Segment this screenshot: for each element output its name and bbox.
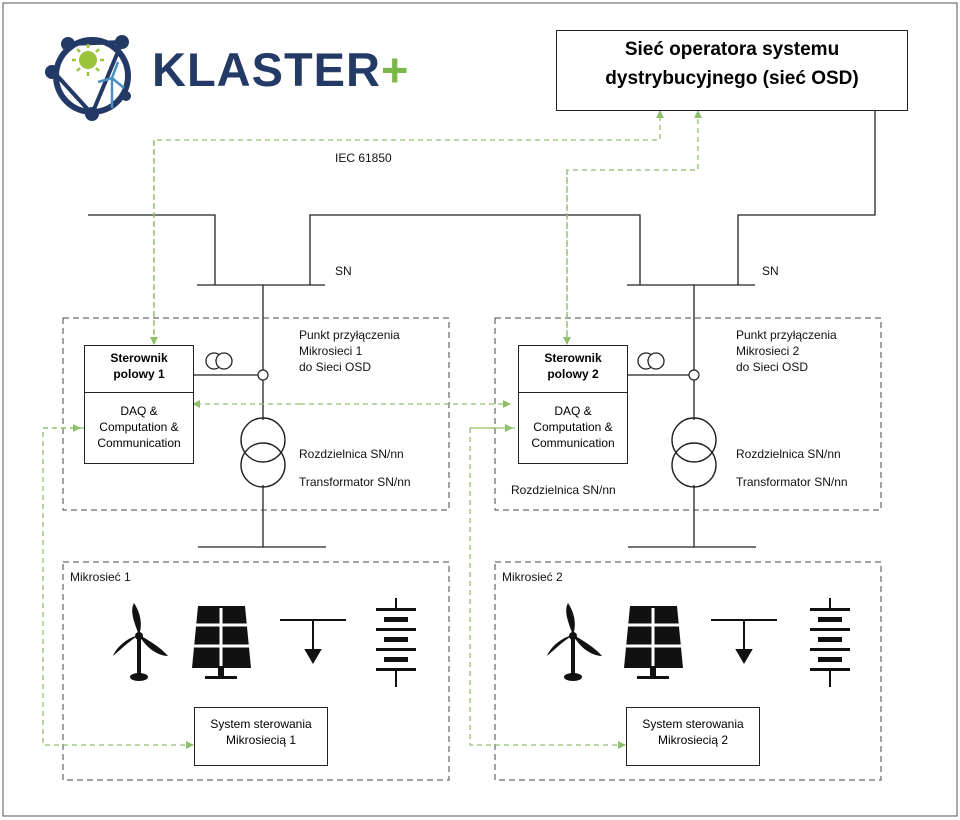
transformer-1-label: Transformator SN/nn — [299, 475, 411, 489]
control-system-1-line1: System sterowania — [210, 717, 312, 731]
load-2-icon — [711, 619, 777, 664]
communication-links — [42, 110, 702, 749]
control-system-2-line2: Mikrosiecią 2 — [657, 732, 729, 747]
controller-1-sub-1: DAQ & — [120, 404, 158, 418]
microgrid-1-title: Mikrosieć 1 — [70, 570, 131, 584]
logo-plus: + — [380, 43, 410, 96]
control-system-1-line2: Mikrosiecią 1 — [225, 732, 297, 747]
microgrid-2-region — [494, 561, 882, 781]
connection-2-line3: do Sieci OSD — [736, 360, 809, 374]
microgrid-1-region — [62, 561, 450, 781]
transformer-1-icon — [240, 417, 286, 488]
logo-text: KLASTER — [152, 43, 381, 96]
control-system-2-line1: System sterowania — [642, 717, 744, 731]
controller-2-sub-2: Computation & — [533, 420, 613, 434]
connection-2-line2: Mikrosieci 2 — [736, 344, 800, 358]
connection-point-1-region — [62, 317, 450, 511]
osd-title-line1: Sieć operatora systemu — [624, 39, 840, 60]
current-transformer-2-icon — [637, 352, 665, 370]
connection-1-line2: Mikrosieci 1 — [299, 344, 363, 358]
switchgear-2-label: Rozdzielnica SN/nn — [736, 447, 841, 461]
transformer-2-icon — [671, 417, 717, 488]
solar-panel-1-icon — [192, 606, 251, 679]
bus-label-right: SN — [762, 264, 779, 278]
field-controller-1: Sterownik polowy 1 DAQ & Computation & C… — [84, 345, 194, 464]
battery-1-icon — [376, 598, 416, 687]
switchgear-2-extra-label: Rozdzielnica SN/nn — [511, 483, 616, 497]
controller-2-title-1: Sterownik — [544, 351, 602, 365]
controller-1-sub-2: Computation & — [99, 420, 179, 434]
wind-turbine-2-icon — [547, 603, 602, 681]
controller-1-sub-3: Communication — [97, 436, 181, 450]
load-1-icon — [280, 619, 346, 664]
controller-2-title-2: polowy 2 — [547, 367, 599, 381]
controller-2-divider — [519, 392, 627, 393]
connection-1-line3: do Sieci OSD — [299, 360, 372, 374]
bus-label-left: SN — [335, 264, 352, 278]
transformer-2-label: Transformator SN/nn — [736, 475, 848, 489]
protocol-label: IEC 61850 — [335, 151, 392, 165]
microgrid-2-control-system: System sterowania Mikrosiecią 2 — [626, 707, 760, 766]
microgrid-1-control-system: System sterowania Mikrosiecią 1 — [194, 707, 328, 766]
connection-1-line1: Punkt przyłączenia — [299, 328, 400, 342]
field-controller-2: Sterownik polowy 2 DAQ & Computation & C… — [518, 345, 628, 464]
osd-title-line2: dystrybucyjnego (sieć OSD) — [605, 68, 859, 90]
solar-panel-2-icon — [624, 606, 683, 679]
controller-1-title-2: polowy 1 — [113, 367, 165, 381]
microgrid-2-title: Mikrosieć 2 — [502, 570, 563, 584]
connection-point-2-region — [494, 317, 882, 511]
battery-2-icon — [810, 598, 850, 687]
measurement-point-2-icon — [688, 369, 700, 381]
osd-network-box: Sieć operatora systemu dystrybucyjnego (… — [556, 30, 908, 111]
klaster-logo-icon — [45, 35, 131, 121]
current-transformer-1-icon — [205, 352, 233, 370]
controller-2-sub-3: Communication — [531, 436, 615, 450]
measurement-point-1-icon — [257, 369, 269, 381]
controller-1-divider — [85, 392, 193, 393]
power-network — [88, 110, 876, 548]
logo-wordmark: KLASTER+ — [152, 46, 409, 93]
connection-2-line1: Punkt przyłączenia — [736, 328, 837, 342]
switchgear-1-label: Rozdzielnica SN/nn — [299, 447, 404, 461]
wind-turbine-1-icon — [113, 603, 168, 681]
controller-1-title-1: Sterownik — [110, 351, 168, 365]
controller-2-sub-1: DAQ & — [554, 404, 592, 418]
